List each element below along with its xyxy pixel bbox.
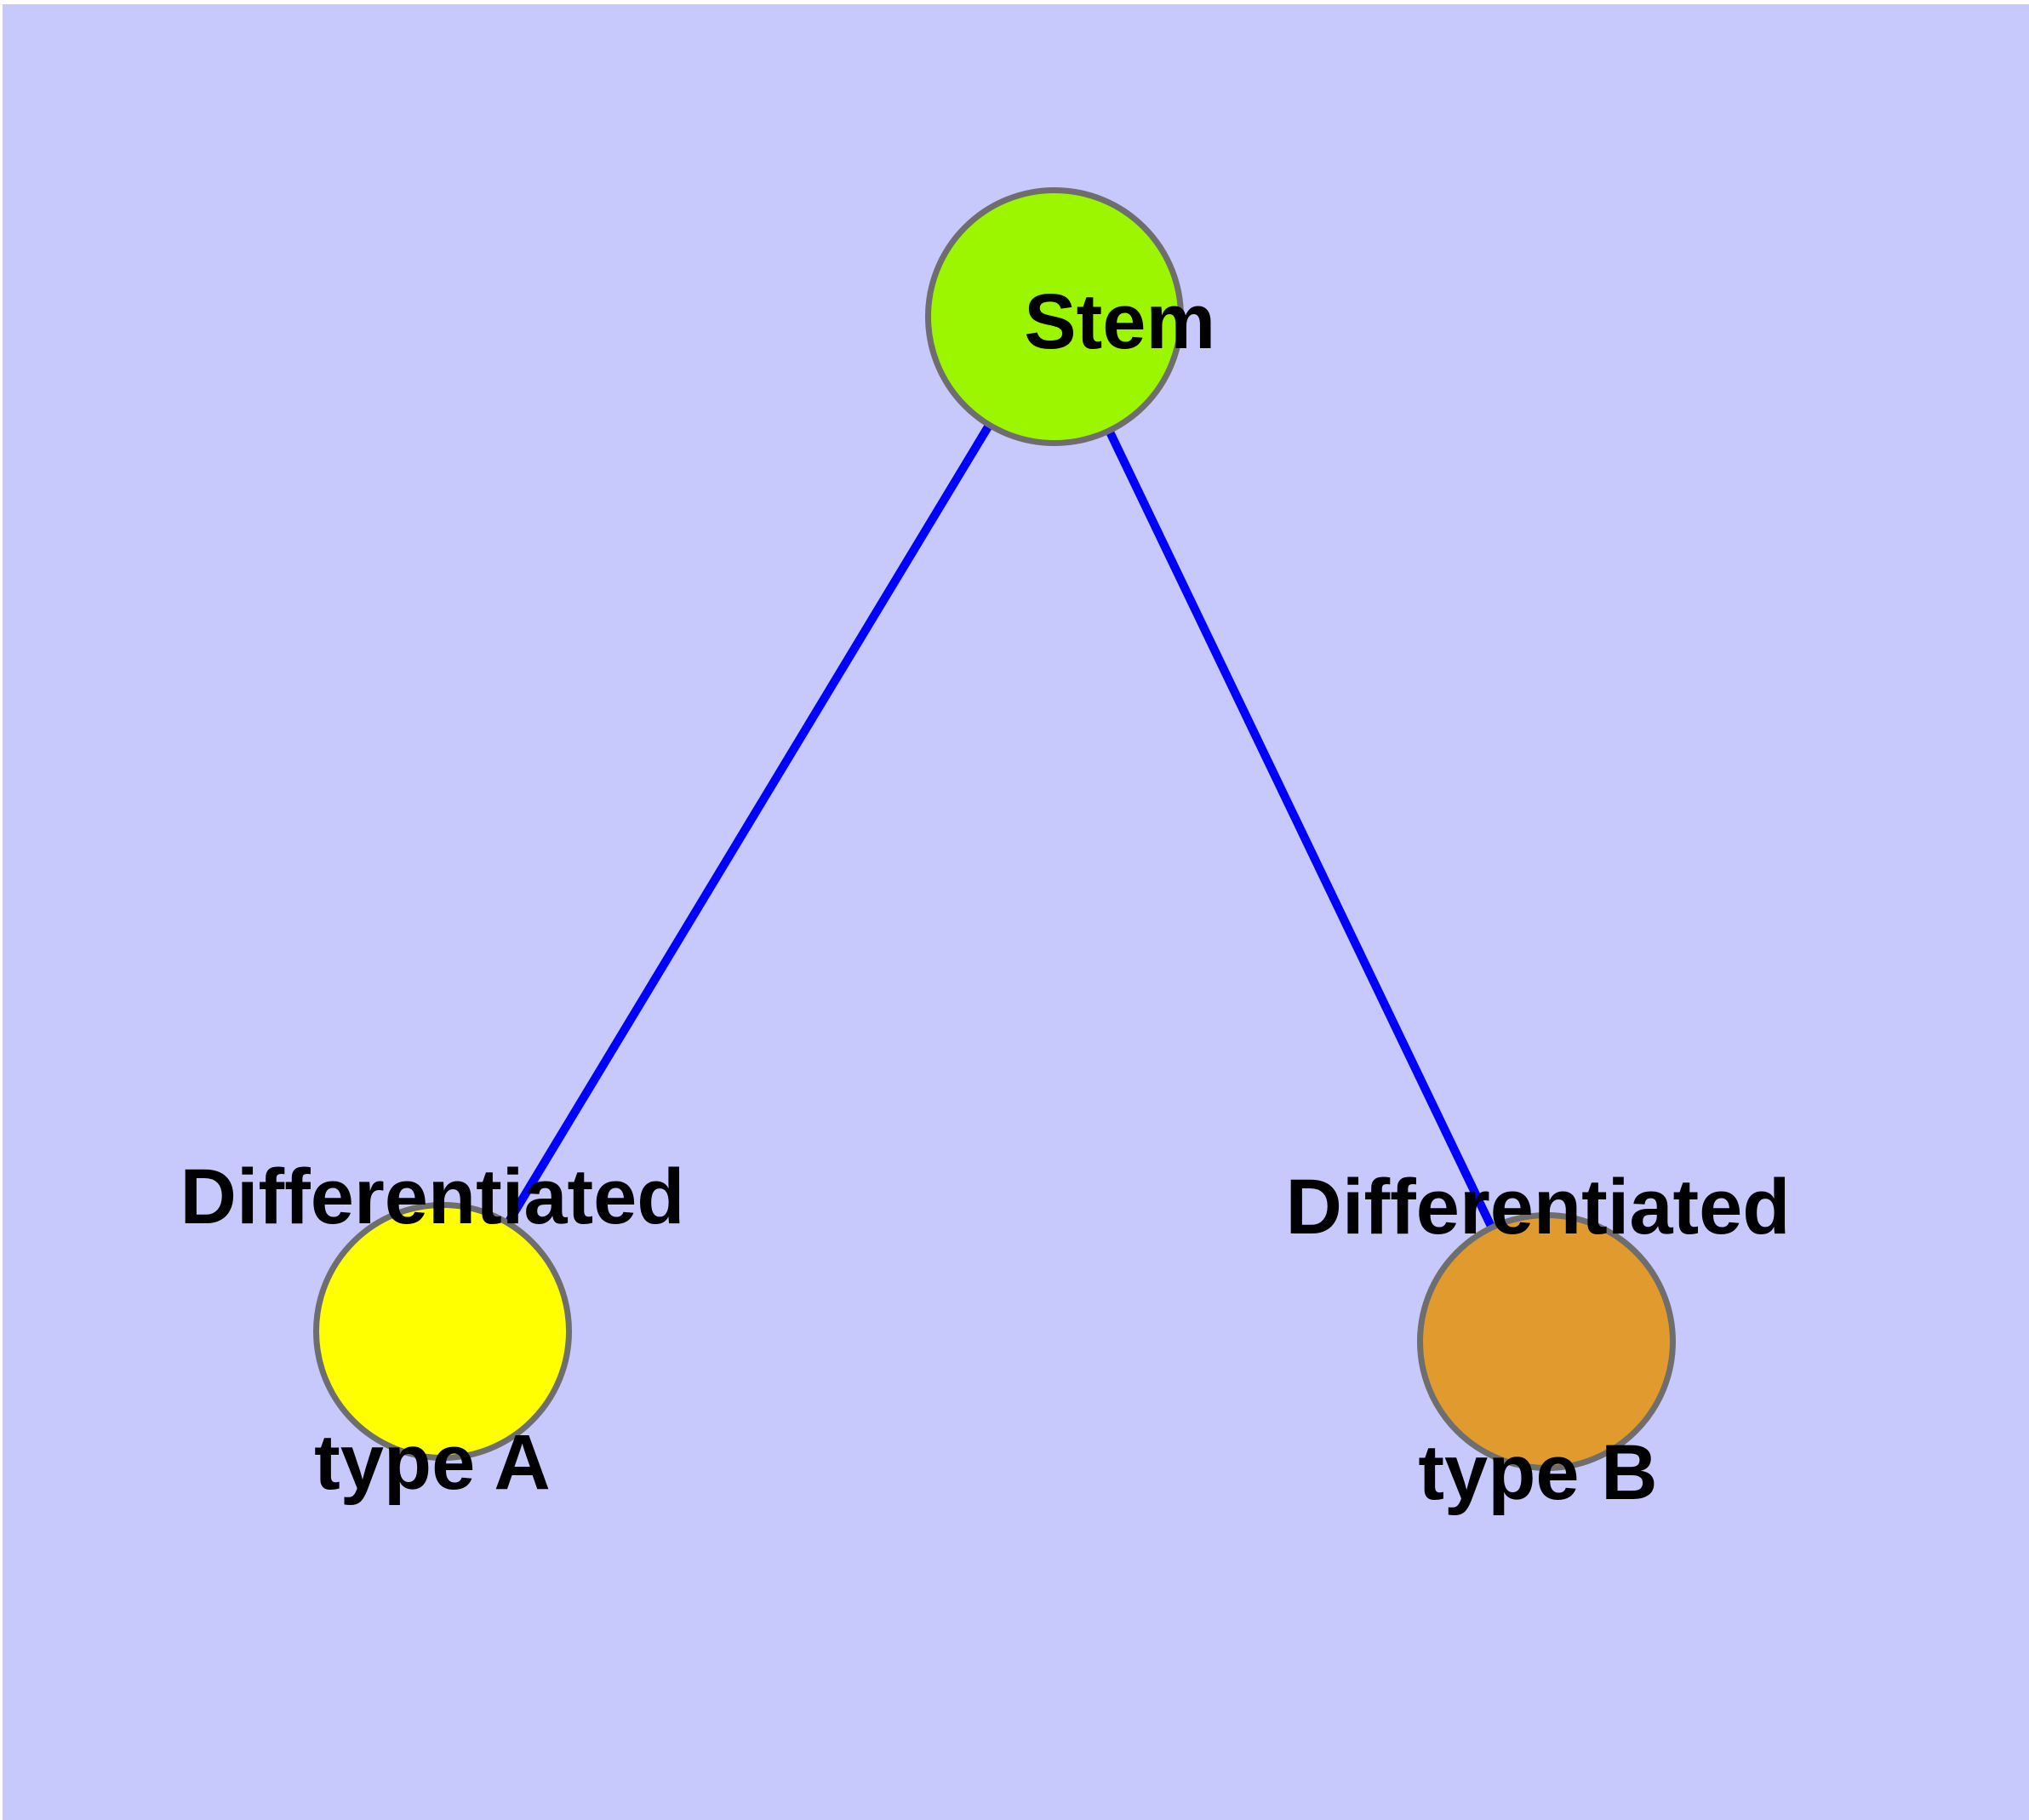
graph-plot-area: Stem Differentiated type A Differentiate… xyxy=(3,4,2029,1820)
edge-stem-to-differentiated-type-a xyxy=(438,314,1059,1334)
graph-svg xyxy=(313,187,1676,1471)
edge-stem-to-differentiated-type-b xyxy=(1050,314,1551,1344)
node-differentiated-type-a[interactable] xyxy=(313,1202,572,1461)
edge-layer xyxy=(438,314,1551,1344)
node-differentiated-type-b[interactable] xyxy=(1417,1212,1676,1471)
node-layer xyxy=(313,187,1676,1471)
node-stem[interactable] xyxy=(925,187,1184,446)
